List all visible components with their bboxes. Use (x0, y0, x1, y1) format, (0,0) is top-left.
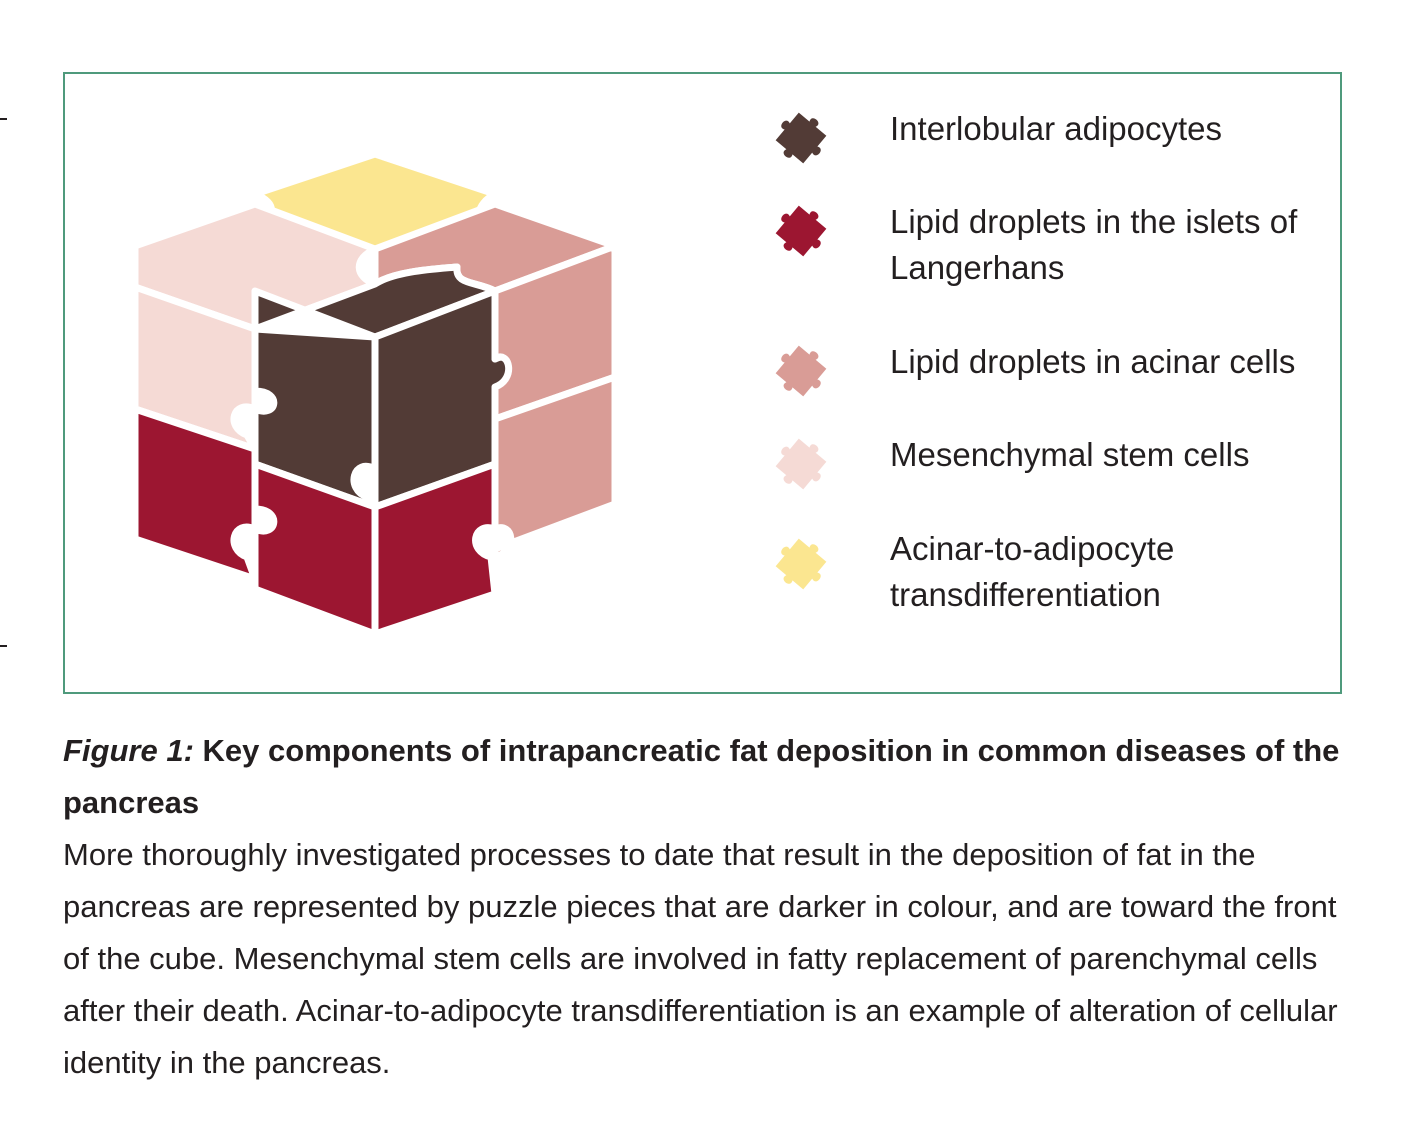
legend-label: Acinar-to-adipocyte transdifferentiation (890, 530, 1175, 613)
puzzle-piece-icon (775, 538, 827, 590)
puzzle-piece-icon (775, 345, 827, 397)
cube-right-lower-back-piece (491, 373, 619, 561)
legend-label: Lipid droplets in acinar cells (890, 343, 1296, 380)
puzzle-piece-icon (775, 205, 827, 257)
puzzle-cube-illustration (131, 150, 619, 638)
puzzle-piece-icon (775, 438, 827, 490)
legend-label: Mesenchymal stem cells (890, 436, 1250, 473)
figure-label: Figure 1: (63, 733, 194, 768)
crop-mark-bottom (0, 645, 7, 647)
caption-title-text: Key components of intrapancreatic fat de… (63, 733, 1340, 820)
legend-label: Lipid droplets in the islets of Langerha… (890, 203, 1298, 286)
caption-title: Figure 1: Key components of intrapancrea… (63, 725, 1353, 829)
legend-label: Interlobular adipocytes (890, 110, 1223, 147)
figure-panel: Interlobular adipocytes Lipid droplets i… (63, 72, 1342, 694)
cube-left-lower-front-piece (251, 460, 379, 638)
figure-caption: Figure 1: Key components of intrapancrea… (63, 725, 1353, 1089)
caption-body: More thoroughly investigated processes t… (63, 837, 1338, 1080)
crop-mark-top (0, 118, 7, 120)
puzzle-piece-icon (775, 112, 827, 164)
